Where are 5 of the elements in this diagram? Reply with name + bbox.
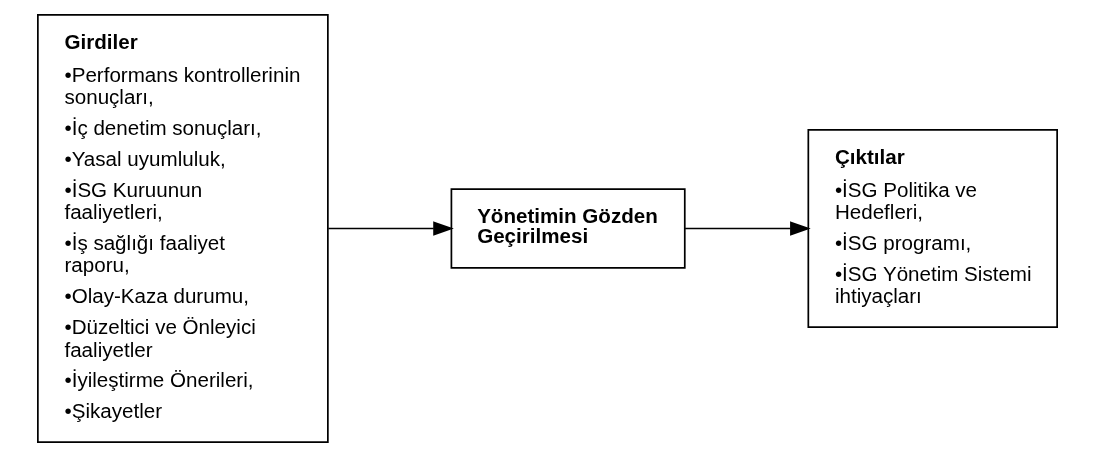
node-box: Yönetimin Gözden Geçirilmesi — [450, 188, 686, 269]
arrow — [327, 221, 454, 236]
node-box: Girdiler •Performans kontrollerinin sonuçları, •İç denetim sonuçları, •Yasal uyumluluk, •İSG Kuruunun faaliyetleri, •İş sağlığı faaliyet raporu, •Olay-Kaza durumu, •Düzeltici ve Önleyici faaliyetler •İyileştirme Önerileri, •Şikayetler — [37, 14, 329, 443]
node-box: Çıktılar •İSG Politika ve Hedefleri, •İSG programı, •İSG Yönetim Sistemi ihtiyaçları — [807, 128, 1058, 329]
arrow — [684, 221, 811, 236]
